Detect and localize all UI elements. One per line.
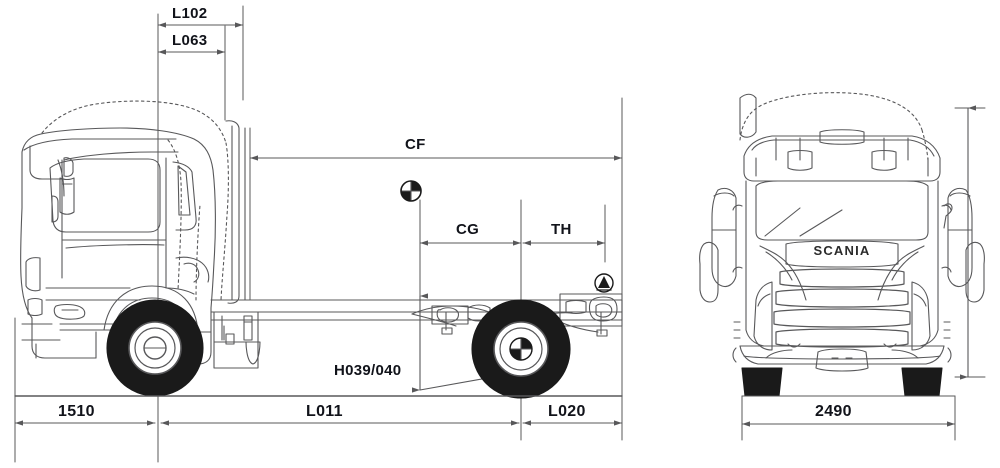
dimension-label-cg: CG [456,221,480,238]
cab-front-view [699,92,985,372]
rear-axle-marker-icon [594,273,614,293]
dimension-arrows [14,22,623,426]
dimension-label-l020: L020 [548,403,586,420]
dimension-label-track-width: 2490 [815,403,852,420]
cab-side-profile [20,100,246,365]
dimension-label-l063: L063 [172,32,208,49]
dimension-label-cf: CF [405,136,426,153]
dimension-label-l011: L011 [306,403,343,420]
front-view-wheels [741,367,943,397]
rear-wheel-side [471,299,571,399]
dimension-label-h039-040: H039/040 [334,362,402,379]
scania-wordmark: SCANIA [813,243,871,258]
dimension-label-front-overhang: 1510 [58,403,95,420]
front-wheel-side [106,299,204,397]
dimension-label-th: TH [551,221,572,238]
fuel-tank [213,311,261,369]
dimension-label-l102: L102 [172,5,208,22]
center-of-gravity-icon [400,180,422,202]
